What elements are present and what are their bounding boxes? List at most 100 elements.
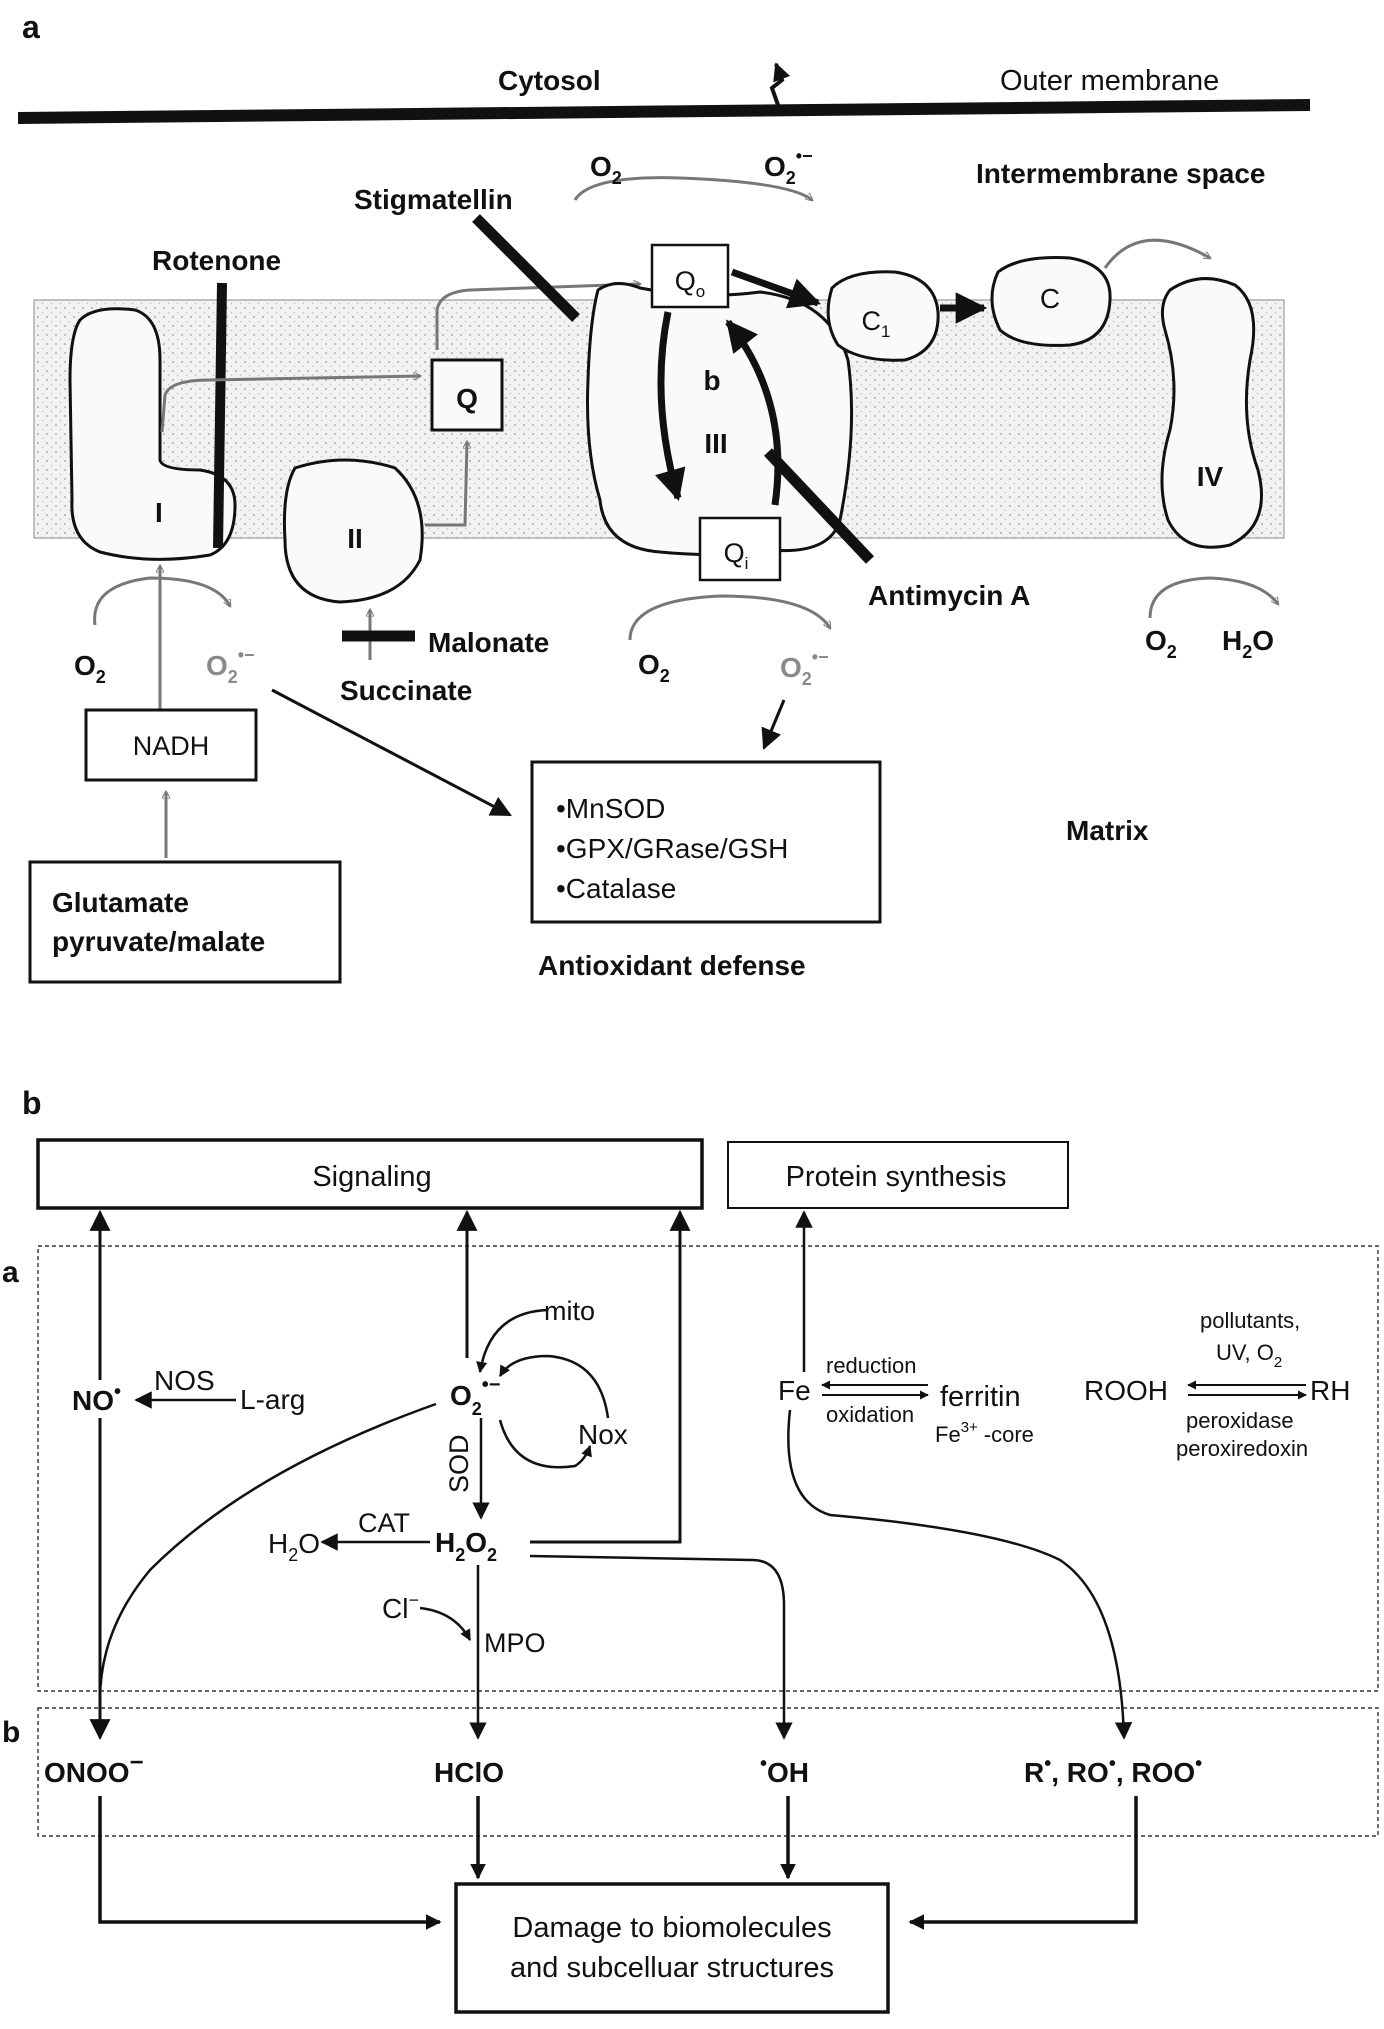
panel-a: a Cytosol Outer membrane Intermembrane s… bbox=[17, 9, 1311, 984]
stigmatellin-label: Stigmatellin bbox=[354, 184, 513, 215]
oh-label: •OH bbox=[760, 1753, 809, 1788]
complex-i bbox=[68, 307, 237, 561]
substrates-line1: Glutamate bbox=[52, 887, 189, 918]
larg-label: L-arg bbox=[240, 1384, 305, 1415]
cat-label: CAT bbox=[358, 1508, 410, 1538]
qo-to-c1-arrow bbox=[730, 268, 821, 309]
complex-ii bbox=[282, 458, 424, 604]
complex-iv-o2-label: O2 bbox=[1145, 625, 1177, 662]
damage-line1: Damage to biomolecules bbox=[512, 1912, 831, 1944]
nox-cycle-in bbox=[498, 1354, 610, 1419]
rh-label: RH bbox=[1310, 1375, 1350, 1406]
cytosol-label: Cytosol bbox=[498, 65, 601, 96]
oxidation-label: oxidation bbox=[826, 1402, 914, 1427]
antioxidant-item-mnsod: •MnSOD bbox=[556, 793, 665, 824]
complex-i-label: I bbox=[155, 497, 163, 528]
antimycin-bar bbox=[764, 448, 874, 564]
peroxidase-label: peroxidase bbox=[1186, 1408, 1294, 1433]
zone-a-box bbox=[37, 1245, 1379, 1692]
complex-ii-label: II bbox=[347, 523, 363, 554]
zone-b-box bbox=[37, 1707, 1379, 1837]
qi-to-qo-arrow bbox=[725, 319, 782, 506]
qo-o2-label: O2 bbox=[590, 151, 622, 188]
cl-label: Cl− bbox=[382, 1590, 419, 1624]
h2o-label: H2O bbox=[268, 1528, 320, 1565]
panel-b: b Signaling Protein synthesis a b NO• NO… bbox=[2, 1085, 1379, 2014]
qo-to-qi-arrow bbox=[655, 311, 686, 502]
pollutants-label: pollutants, bbox=[1200, 1308, 1300, 1333]
qi-superoxide-label: O2•− bbox=[780, 647, 829, 689]
ferritin-label: ferritin bbox=[940, 1381, 1021, 1413]
superoxide-to-onoo-curve bbox=[98, 1402, 437, 1701]
no-label: NO• bbox=[72, 1381, 121, 1416]
protein-synthesis-box bbox=[727, 1141, 1069, 1209]
zone-a-label: a bbox=[2, 1256, 19, 1289]
c-to-iv-arrow bbox=[1103, 238, 1210, 269]
onoo-label: ONOO− bbox=[44, 1749, 144, 1788]
quinone-box bbox=[430, 358, 504, 432]
succinate-label: Succinate bbox=[340, 675, 472, 706]
fe-to-oh-curve bbox=[787, 1409, 1133, 1740]
zone-b-label: b bbox=[2, 1716, 20, 1749]
complex-iv-label: IV bbox=[1197, 461, 1224, 492]
superoxide-escape-arrow bbox=[769, 62, 791, 106]
complex-iii-label: III bbox=[704, 428, 727, 459]
nox-cycle-out bbox=[498, 1419, 592, 1469]
complex-i-superoxide-label: O2•− bbox=[206, 645, 255, 687]
superoxide-label: O2•− bbox=[450, 1374, 500, 1419]
rooh-label: ROOH bbox=[1084, 1375, 1168, 1406]
qi-o2-cycle bbox=[628, 594, 830, 641]
complex-ii-to-q-arrow bbox=[425, 442, 467, 527]
reduction-label: reduction bbox=[826, 1353, 917, 1378]
qi-superoxide-to-defense-arrow bbox=[761, 699, 786, 750]
antimycin-label: Antimycin A bbox=[868, 580, 1030, 611]
uv-o2-label: UV, O2 bbox=[1216, 1340, 1282, 1371]
signaling-box bbox=[36, 1138, 704, 1210]
malonate-label: Malonate bbox=[428, 627, 549, 658]
qo-box bbox=[650, 243, 730, 309]
nadh-box bbox=[84, 708, 258, 782]
complex-iii bbox=[586, 282, 854, 557]
damage-line2: and subcelluar structures bbox=[510, 1952, 834, 1984]
hclo-label: HClO bbox=[434, 1757, 504, 1788]
h2o2-to-signaling-arrow bbox=[530, 1209, 691, 1544]
antioxidant-item-gpx: •GPX/GRase/GSH bbox=[556, 833, 788, 864]
matrix-label: Matrix bbox=[1066, 815, 1149, 846]
complex-iv-o2-cycle bbox=[1148, 576, 1278, 619]
cyt-c bbox=[990, 256, 1112, 347]
sod-label: SOD bbox=[444, 1434, 474, 1493]
complex-i-o2-label: O2 bbox=[74, 650, 106, 687]
protein-synthesis-label: Protein synthesis bbox=[786, 1161, 1007, 1193]
substrates-line2: pyruvate/malate bbox=[52, 926, 265, 957]
fe-label: Fe bbox=[778, 1375, 811, 1406]
outer-membrane-label: Outer membrane bbox=[1000, 65, 1219, 97]
complex-i-to-q-arrow bbox=[160, 376, 420, 433]
qi-box bbox=[698, 516, 782, 582]
h2o2-label: H2O2 bbox=[435, 1527, 497, 1565]
qi-label: Qi bbox=[724, 538, 749, 573]
nox-label: Nox bbox=[578, 1419, 628, 1450]
onoo-to-damage-arrow bbox=[98, 1796, 442, 1930]
mito-to-superoxide-arrow bbox=[476, 1308, 549, 1374]
cyt-b-label: b bbox=[703, 365, 720, 396]
peroxiredoxin-label: peroxiredoxin bbox=[1176, 1436, 1308, 1461]
damage-box bbox=[454, 1882, 890, 2014]
signaling-label: Signaling bbox=[312, 1161, 431, 1193]
intermembrane-space-label: Intermembrane space bbox=[976, 158, 1265, 189]
mito-label: mito bbox=[544, 1296, 595, 1326]
cyt-c1-label: C1 bbox=[862, 306, 891, 341]
cl-to-mpo-arrow bbox=[419, 1606, 472, 1641]
rotenone-bar bbox=[213, 282, 227, 549]
q-to-qo-arrow bbox=[435, 284, 640, 350]
qo-label: Qo bbox=[675, 266, 705, 301]
antioxidant-item-catalase: •Catalase bbox=[556, 873, 676, 904]
mpo-label: MPO bbox=[484, 1628, 546, 1658]
nadh-label: NADH bbox=[133, 731, 210, 761]
panel-b-label: b bbox=[22, 1085, 42, 1121]
organic-radicals-label: R•, RO•, ROO• bbox=[1024, 1753, 1202, 1788]
qo-o2-cycle bbox=[573, 176, 812, 200]
qi-o2-label: O2 bbox=[638, 649, 670, 686]
cyt-c1 bbox=[826, 270, 940, 362]
complex-iv bbox=[1160, 277, 1263, 549]
qo-superoxide-label: O2•− bbox=[764, 146, 813, 188]
